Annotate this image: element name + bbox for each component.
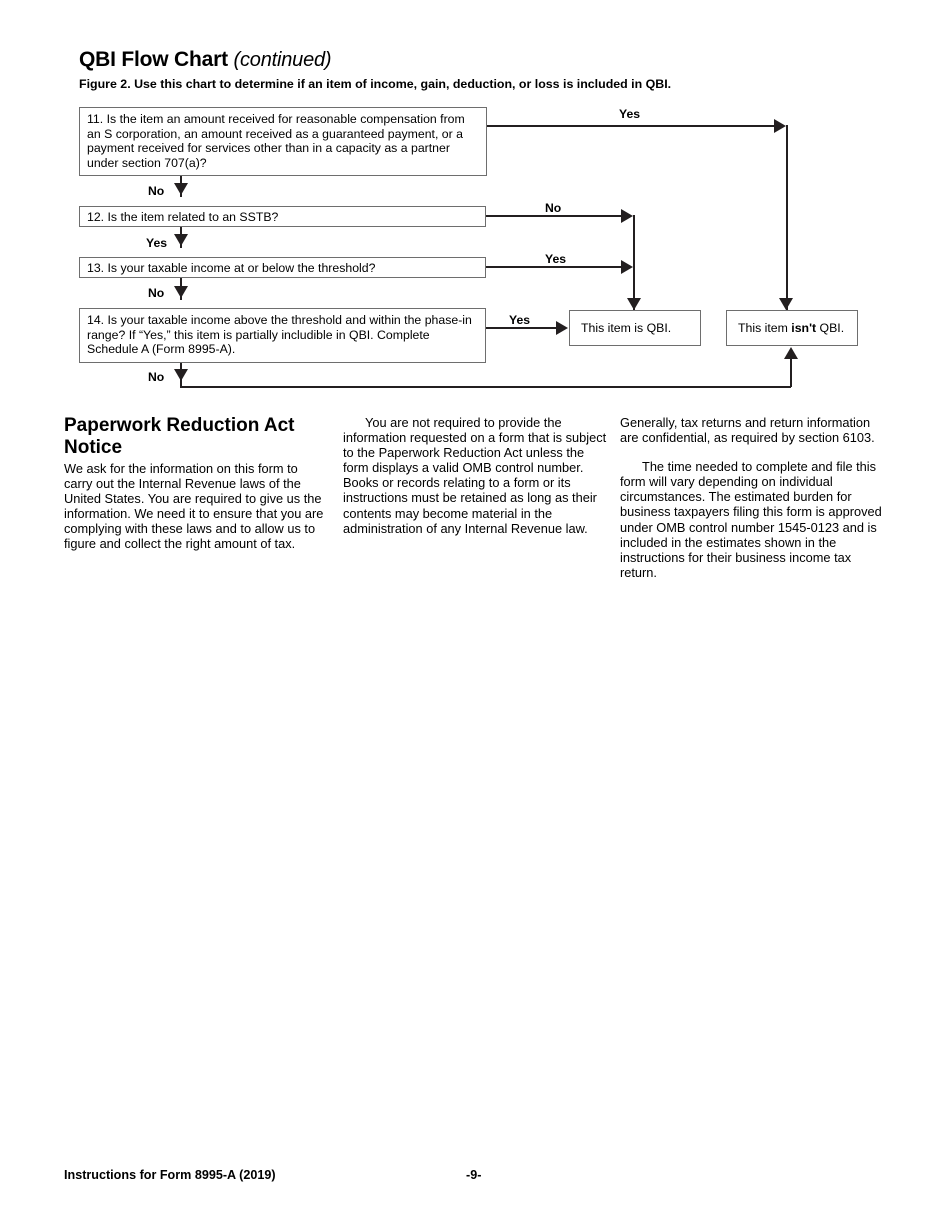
arrowhead-is-qbi-top — [626, 298, 641, 310]
branch-label-q13-yes: Yes — [545, 252, 567, 266]
branch-label-q11-no: No — [148, 184, 165, 198]
notice-column-3: Generally, tax returns and return inform… — [620, 415, 882, 580]
flowchart-box-isnt-qbi: This item isn't QBI. — [726, 310, 858, 346]
branch-label-q13-no: No — [148, 286, 165, 300]
connector-q12-no-horizontal — [486, 215, 628, 217]
connector-q14-yes-horizontal — [486, 327, 562, 329]
page-title: QBI Flow Chart (continued) — [79, 48, 879, 71]
isnt-qbi-text-pre: This item — [738, 321, 792, 336]
notice-paragraph-1: We ask for the information on this form … — [64, 461, 324, 552]
footer-form-title: Instructions for Form 8995-A (2019) — [64, 1168, 276, 1182]
branch-label-q14-no: No — [148, 370, 165, 384]
is-qbi-label: This item is QBI. — [581, 321, 672, 336]
arrowhead-q13-no — [173, 286, 188, 298]
page-header: QBI Flow Chart (continued) Figure 2. Use… — [79, 48, 879, 93]
page-title-main: QBI Flow Chart — [79, 48, 228, 71]
flowchart-box-question-11: 11. Is the item an amount received for r… — [79, 107, 487, 176]
connector-q14-no-horizontal — [180, 386, 791, 388]
connector-q11-yes-vertical — [786, 125, 788, 310]
page-title-continued: (continued) — [233, 49, 332, 71]
flowchart-box-is-qbi: This item is QBI. — [569, 310, 701, 346]
arrowhead-q11-no — [173, 183, 188, 195]
arrowhead-q11-yes — [774, 118, 786, 133]
arrowhead-isnt-qbi-bottom — [783, 347, 798, 359]
arrowhead-isnt-qbi-top — [779, 298, 793, 310]
connector-q13-yes-horizontal — [486, 266, 628, 268]
connector-junction-vertical — [633, 215, 635, 310]
qbi-flow-chart: 11. Is the item an amount received for r… — [0, 0, 950, 410]
arrowhead-q12-yes — [173, 234, 188, 246]
notice-heading: Paperwork Reduction Act Notice — [64, 415, 295, 458]
flowchart-box-question-14: 14. Is your taxable income above the thr… — [79, 308, 486, 363]
notice-column-1: Paperwork Reduction Act Notice We ask fo… — [64, 415, 329, 552]
arrowhead-q14-no — [173, 369, 188, 381]
branch-label-q11-yes: Yes — [619, 107, 641, 121]
notice-column-2: You are not required to provide the info… — [343, 415, 607, 536]
arrowhead-q13-yes — [621, 259, 633, 274]
notice-paragraph-2: You are not required to provide the info… — [343, 415, 607, 536]
flowchart-box-question-12: 12. Is the item related to an SSTB? — [79, 206, 486, 227]
arrowhead-q12-no — [621, 208, 633, 223]
notice-paragraph-4: The time needed to complete and file thi… — [620, 459, 882, 580]
notice-paragraph-3: Generally, tax returns and return inform… — [620, 415, 875, 446]
branch-label-q14-yes: Yes — [509, 313, 531, 327]
isnt-qbi-text-post: QBI. — [816, 321, 845, 336]
isnt-qbi-label: This item isn't QBI. — [738, 321, 844, 336]
branch-label-q12-no: No — [545, 201, 562, 215]
footer-page-number: -9- — [466, 1168, 482, 1182]
figure-caption: Figure 2. Use this chart to determine if… — [79, 77, 672, 92]
flowchart-box-question-13: 13. Is your taxable income at or below t… — [79, 257, 486, 278]
branch-label-q12-yes: Yes — [146, 236, 168, 250]
isnt-qbi-text-bold: isn't — [791, 321, 817, 336]
connector-q11-yes-horizontal — [487, 125, 782, 127]
connector-q14-no-riser — [790, 357, 792, 387]
arrowhead-q14-yes — [556, 320, 568, 335]
